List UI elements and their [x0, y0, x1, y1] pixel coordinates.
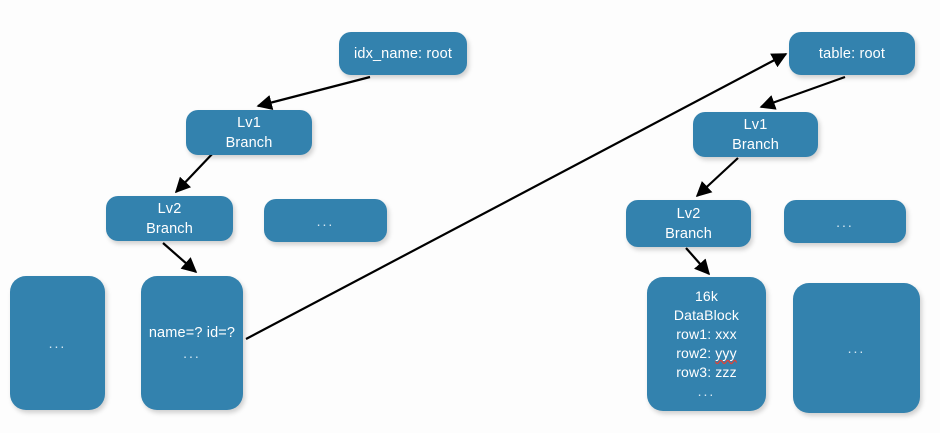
node-index-lv2-line1: Lv2: [157, 200, 182, 217]
datablock-more: ...: [697, 383, 716, 399]
edge-idx-root-to-lv1: [256, 75, 371, 110]
node-index-lv2-sibling[interactable]: ...: [264, 199, 387, 242]
node-index-leaf-sibling[interactable]: ...: [10, 276, 105, 410]
node-table-lv1-branch[interactable]: Lv1 Branch: [693, 112, 818, 157]
datablock-row1: row1: xxx: [676, 326, 737, 342]
edge-table-lv1-to-lv2: [695, 157, 739, 198]
node-index-leaf[interactable]: name=? id=? ...: [141, 276, 243, 410]
node-table-lv1-line2: Branch: [732, 136, 779, 153]
edge-idx-lv1-to-lv2: [174, 150, 216, 194]
datablock-row3: row3: zzz: [676, 364, 737, 380]
node-index-lv2-branch[interactable]: Lv2 Branch: [106, 196, 233, 241]
node-table-lv2-line1: Lv2: [676, 205, 701, 222]
node-table-datablock[interactable]: 16k DataBlock row1: xxx row2: yyy row3: …: [647, 277, 766, 411]
node-table-leaf-sibling[interactable]: ...: [793, 283, 920, 413]
node-table-leaf-sibling-label: ...: [847, 340, 866, 356]
edge-table-root-to-lv1: [759, 75, 846, 110]
node-table-root[interactable]: table: root: [789, 32, 915, 75]
node-index-leaf-line1: name=? id=?: [148, 325, 236, 341]
node-table-lv2-line2: Branch: [665, 225, 712, 242]
edge-table-lv2-to-datablock: [685, 247, 711, 276]
node-index-lv2-sibling-label: ...: [316, 212, 335, 229]
node-index-lv1-branch[interactable]: Lv1 Branch: [186, 110, 312, 155]
node-index-root-label: idx_name: root: [353, 45, 452, 62]
datablock-row2-value: yyy: [715, 345, 737, 361]
node-index-leaf-sibling-label: ...: [48, 335, 67, 351]
node-table-lv2-sibling[interactable]: ...: [784, 200, 906, 243]
datablock-row2-prefix: row2:: [676, 345, 716, 361]
node-index-lv1-line1: Lv1: [237, 114, 261, 131]
node-index-lv1-line2: Branch: [225, 134, 273, 151]
datablock-row2: row2: yyy: [676, 344, 736, 363]
node-index-leaf-line2: ...: [183, 345, 201, 361]
node-table-lv2-sibling-label: ...: [836, 213, 854, 230]
node-index-lv2-line2: Branch: [146, 220, 193, 237]
datablock-line-size: 16k: [694, 288, 719, 304]
node-table-root-label: table: root: [818, 45, 886, 62]
edge-idx-lv2-to-leaf: [162, 242, 198, 274]
node-table-lv1-line1: Lv1: [743, 116, 768, 133]
node-table-lv2-branch[interactable]: Lv2 Branch: [626, 200, 751, 247]
datablock-line-type: DataBlock: [673, 307, 740, 323]
node-index-root[interactable]: idx_name: root: [339, 32, 467, 75]
